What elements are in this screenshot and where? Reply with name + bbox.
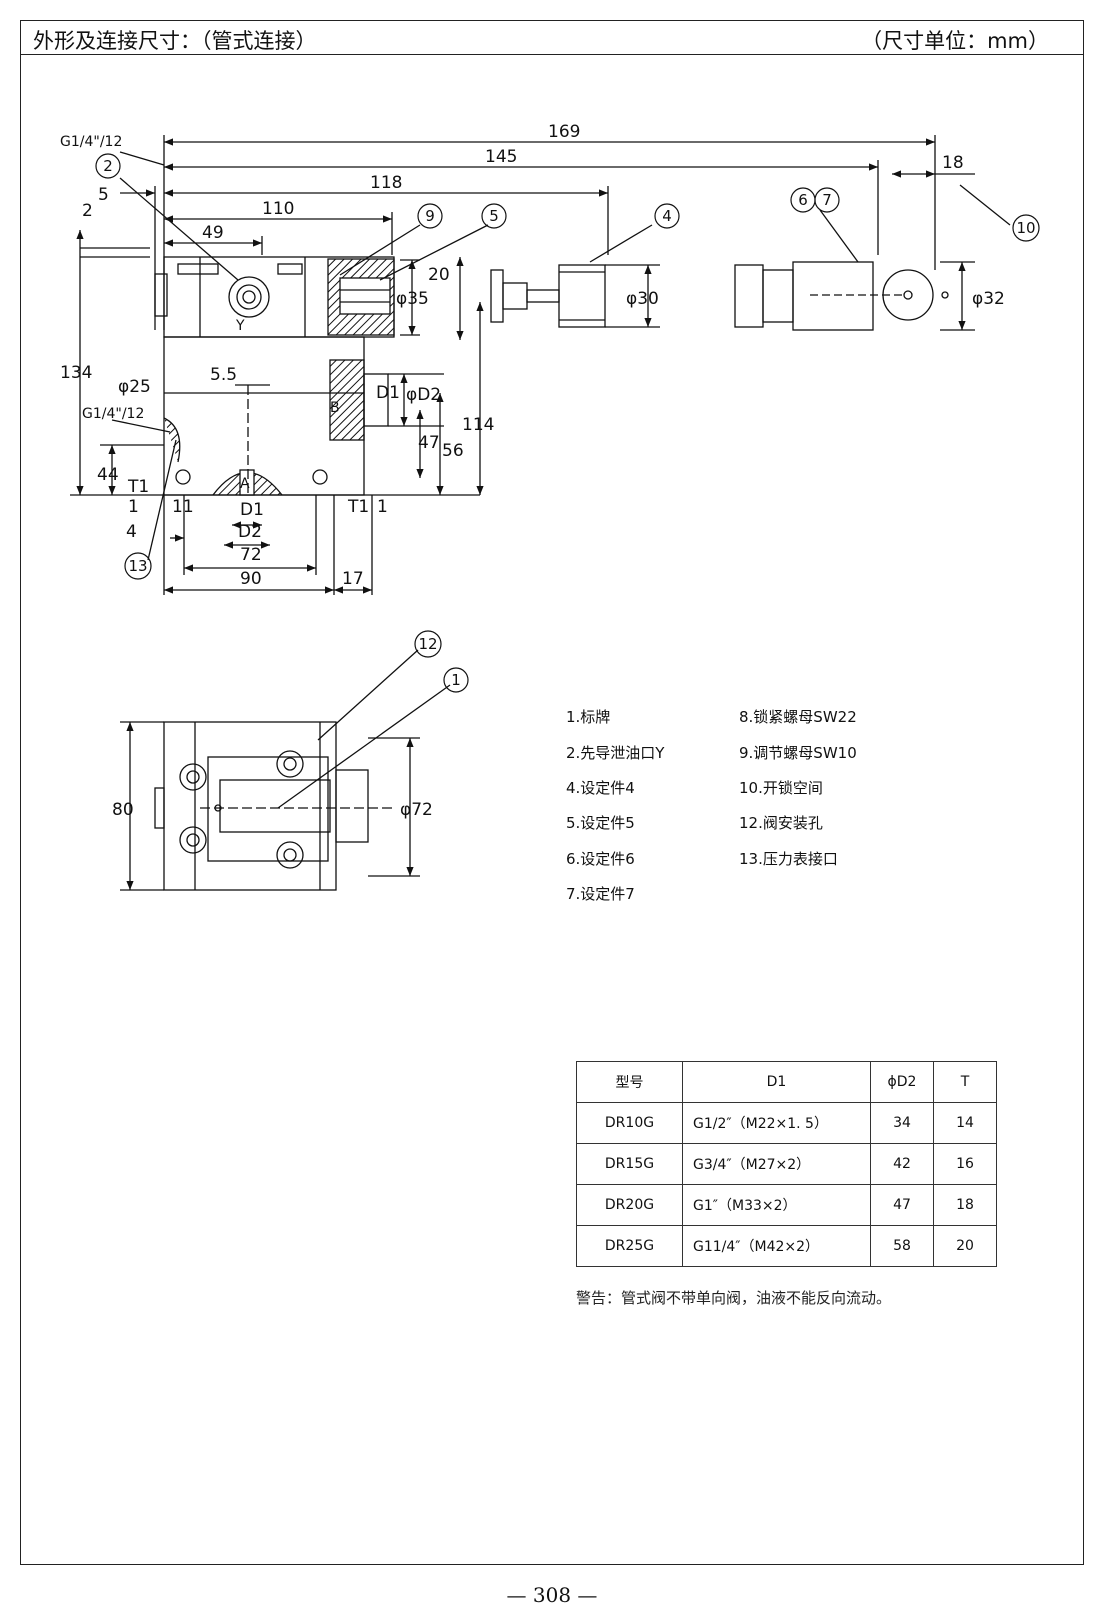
callout-13: 13 <box>128 557 147 575</box>
legend-item: 1.标牌 <box>566 708 611 726</box>
col-header-t: T <box>933 1061 997 1103</box>
thread-top: G1/4"/12 <box>60 134 122 150</box>
dim-44: 44 <box>97 465 119 485</box>
dim-1-right: 1 <box>377 497 388 517</box>
cell-d1: G11/4″（M42×2） <box>682 1225 871 1267</box>
unit-note: （尺寸单位：mm） <box>861 29 1049 53</box>
dim-phi72: φ72 <box>400 800 433 820</box>
cell-model: DR15G <box>576 1143 683 1185</box>
cell-model: DR25G <box>576 1225 683 1267</box>
dim-11: 11 <box>172 497 194 517</box>
dim-5: 5 <box>98 185 109 205</box>
warning-note: 警告：管式阀不带单向阀，油液不能反向流动。 <box>576 1289 892 1307</box>
dim-1-left: 1 <box>128 497 139 517</box>
dim-47: 47 <box>418 433 440 453</box>
dim-18: 18 <box>942 153 964 173</box>
dim-2: 2 <box>82 201 93 221</box>
cell-phid2: 47 <box>870 1184 934 1226</box>
dim-80: 80 <box>112 800 134 820</box>
dim-145: 145 <box>485 147 517 167</box>
cell-phid2: 42 <box>870 1143 934 1185</box>
cell-t: 20 <box>933 1225 997 1267</box>
dim-114: 114 <box>462 415 494 435</box>
dim-phi30: φ30 <box>626 289 659 309</box>
legend-item: 5.设定件5 <box>566 814 635 832</box>
callout-1: 1 <box>451 671 461 689</box>
model-spec-table: 型号 D1 ϕD2 T DR10G G1/2″（M22×1. 5） 34 14 … <box>576 1061 997 1267</box>
section-title: 外形及连接尺寸：（管式连接） <box>33 29 317 53</box>
cell-model: DR20G <box>576 1184 683 1226</box>
legend-item: 2.先导泄油口Y <box>566 744 665 762</box>
callout-4: 4 <box>662 207 672 225</box>
legend-item: 12.阀安装孔 <box>739 814 823 832</box>
dim-D1-vertical: D1 <box>376 383 400 403</box>
dim-118: 118 <box>370 173 402 193</box>
legend-item: 9.调节螺母SW10 <box>739 744 857 762</box>
dim-D1-horizontal: D1 <box>240 500 264 520</box>
port-Y: Y <box>235 318 245 334</box>
callout-9: 9 <box>425 207 435 225</box>
dim-72: 72 <box>240 545 262 565</box>
callout-5: 5 <box>489 207 499 225</box>
dim-phi35: φ35 <box>396 289 429 309</box>
legend-item: 10.开锁空间 <box>739 779 823 797</box>
dim-17: 17 <box>342 569 364 589</box>
dim-phi32: φ32 <box>972 289 1005 309</box>
cell-t: 16 <box>933 1143 997 1185</box>
legend-item: 4.设定件4 <box>566 779 635 797</box>
dim-phi25: φ25 <box>118 377 151 397</box>
col-header-phid2: ϕD2 <box>870 1061 934 1103</box>
table-row: DR15G G3/4″（M27×2） 42 16 <box>576 1143 997 1185</box>
callout-12: 12 <box>418 635 437 653</box>
table-header-row: 型号 D1 ϕD2 T <box>576 1061 997 1103</box>
cell-phid2: 58 <box>870 1225 934 1267</box>
dim-phiD2-vertical: φD2 <box>406 385 441 405</box>
front-view <box>70 135 1011 595</box>
dim-T1-right: T1 <box>347 497 369 517</box>
cell-t: 18 <box>933 1184 997 1226</box>
dim-49: 49 <box>202 223 224 243</box>
dim-134: 134 <box>60 363 92 383</box>
cell-d1: G1/2″（M22×1. 5） <box>682 1102 871 1144</box>
col-header-d1: D1 <box>682 1061 871 1103</box>
dim-110: 110 <box>262 199 294 219</box>
page-frame: 外形及连接尺寸：（管式连接） （尺寸单位：mm） <box>20 20 1084 1565</box>
page-number: — 308 — <box>506 1583 598 1607</box>
cell-d1: G1″（M33×2） <box>682 1184 871 1226</box>
callout-6: 6 <box>798 191 808 209</box>
table-row: DR10G G1/2″（M22×1. 5） 34 14 <box>576 1102 997 1144</box>
table-row: DR20G G1″（M33×2） 47 18 <box>576 1184 997 1226</box>
callout-10: 10 <box>1016 219 1035 237</box>
table-row: DR25G G11/4″（M42×2） 58 20 <box>576 1225 997 1267</box>
dim-90: 90 <box>240 569 262 589</box>
cell-model: DR10G <box>576 1102 683 1144</box>
port-A: A <box>240 476 250 492</box>
port-B: B <box>330 400 340 416</box>
plan-view <box>120 649 451 891</box>
callout-2: 2 <box>103 157 113 175</box>
dim-4: 4 <box>126 522 137 542</box>
thread-side: G1/4"/12 <box>82 406 144 422</box>
legend-item: 13.压力表接口 <box>739 850 838 868</box>
legend-item: 6.设定件6 <box>566 850 635 868</box>
legend-item: 8.锁紧螺母SW22 <box>739 708 857 726</box>
cell-t: 14 <box>933 1102 997 1144</box>
cell-d1: G3/4″（M27×2） <box>682 1143 871 1185</box>
dim-20: 20 <box>428 265 450 285</box>
dim-56: 56 <box>442 441 464 461</box>
dim-169: 169 <box>548 122 580 142</box>
dim-T1-left: T1 <box>127 477 149 497</box>
callout-7: 7 <box>822 191 832 209</box>
cell-phid2: 34 <box>870 1102 934 1144</box>
page-header: 外形及连接尺寸：（管式连接） （尺寸单位：mm） <box>21 21 1083 55</box>
dim-D2-horizontal: D2 <box>238 522 262 542</box>
col-header-model: 型号 <box>576 1061 683 1103</box>
legend-item: 7.设定件7 <box>566 885 635 903</box>
dim-5-5: 5.5 <box>210 365 237 385</box>
